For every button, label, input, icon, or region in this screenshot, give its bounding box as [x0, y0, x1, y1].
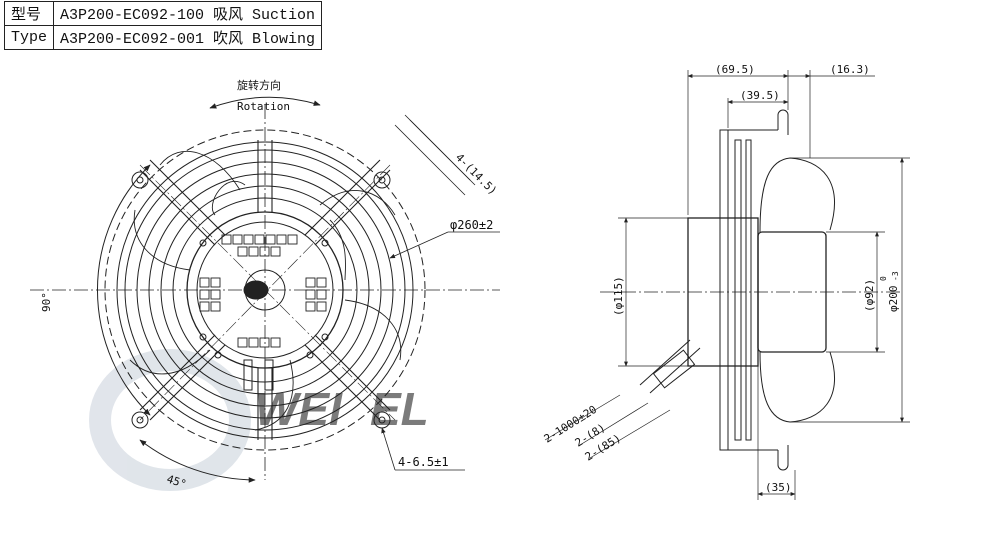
rotation-label-cn: 旋转方向	[237, 78, 281, 92]
dim-200: φ200	[887, 286, 900, 313]
rotation-label-en: Rotation	[237, 100, 290, 113]
dim-92: (φ92)	[863, 279, 876, 312]
dim-16-3: (16.3)	[830, 63, 870, 76]
angle-90-dim: 90°	[40, 292, 53, 312]
svg-text:WEI: WEI	[255, 383, 343, 435]
outer-diameter-dim: φ260±2	[450, 218, 493, 232]
type-value-blowing: A3P200-EC092-001 吹风 Blowing	[53, 25, 323, 50]
type-label-en: Type	[3, 25, 55, 50]
svg-text:EL: EL	[370, 383, 429, 435]
dim-115: (φ115)	[612, 276, 625, 316]
mounting-holes-dim: 4-6.5±1	[398, 455, 449, 469]
hole-spacing-dim: 4-(14.5)	[453, 151, 500, 198]
type-label-cn: 型号	[3, 1, 55, 26]
type-value-suction: A3P200-EC092-100 吸风 Suction	[53, 1, 323, 26]
type-row-suction: 型号 A3P200-EC092-100 吸风 Suction	[3, 1, 323, 26]
type-table: 型号 A3P200-EC092-100 吸风 Suction Type A3P2…	[3, 1, 323, 50]
front-view	[30, 96, 500, 483]
type-row-blowing: Type A3P200-EC092-001 吹风 Blowing	[3, 25, 323, 50]
dim-69-5: (69.5)	[715, 63, 755, 76]
dim-35: (35)	[765, 481, 792, 494]
dim-39-5: (39.5)	[740, 89, 780, 102]
angle-45-dim: 45°	[165, 472, 188, 491]
dim-200-tol-lower: -3	[891, 271, 900, 281]
side-view	[544, 70, 910, 500]
dim-200-tol-upper: 0	[879, 276, 888, 281]
